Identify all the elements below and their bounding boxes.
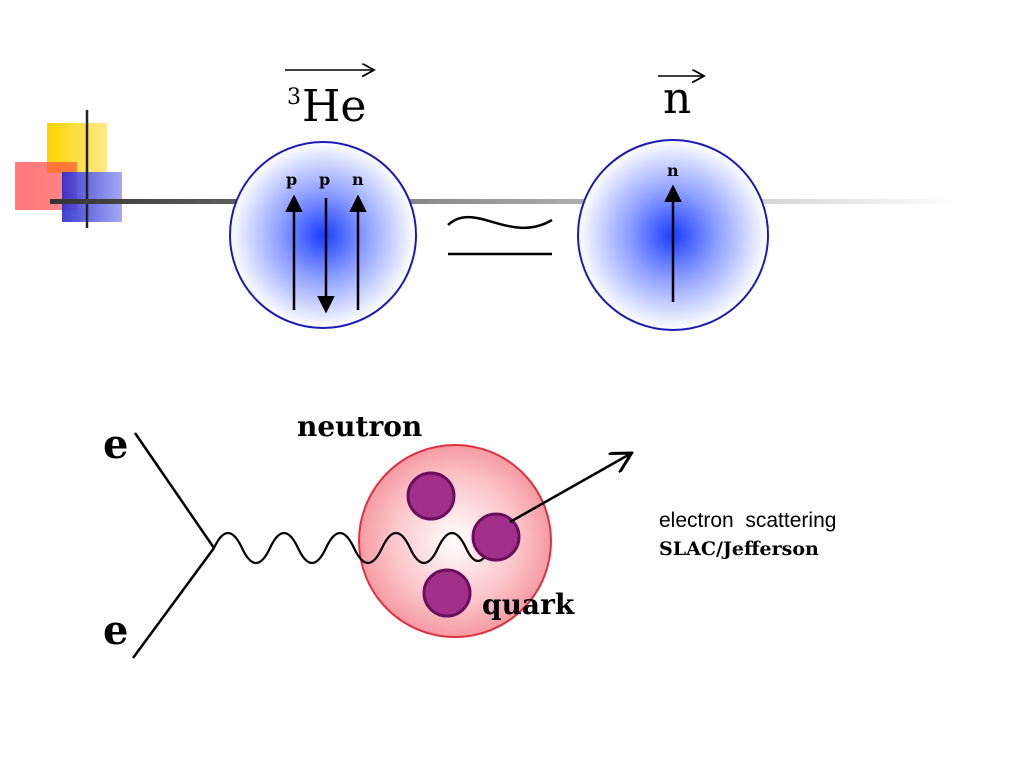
he3-nucleus xyxy=(229,141,417,329)
he3-symbol: He xyxy=(302,81,367,132)
neutron-constituent: n xyxy=(667,161,679,180)
horizontal-rule xyxy=(50,199,960,204)
struck-quark-arrow xyxy=(509,454,630,524)
he3-mass-number: 3 xyxy=(287,85,301,110)
deco-blue-square xyxy=(62,172,122,222)
struck-quark xyxy=(471,512,521,562)
he3-constituent-3: n xyxy=(352,170,364,189)
quark-label: quark xyxy=(482,588,575,621)
caption-electron-scattering: electron scattering xyxy=(659,509,837,532)
decorative-corner-squares xyxy=(15,110,122,228)
electron-label-bottom: e xyxy=(103,607,129,654)
neutron-label: neutron xyxy=(297,410,423,443)
caption-slac-jefferson: SLAC/Jefferson xyxy=(659,538,819,560)
electron-label-top: e xyxy=(103,421,129,468)
he3-constituent-1: p xyxy=(286,170,298,189)
quark-bottom xyxy=(422,568,472,618)
quark-top xyxy=(406,471,456,521)
approx-equal-sign xyxy=(447,215,553,256)
neutron-symbol: n xyxy=(663,73,692,124)
virtual-photon-wave xyxy=(213,531,491,565)
he3-constituent-2: p xyxy=(319,170,331,189)
outgoing-electron-line xyxy=(131,547,216,659)
incoming-electron-line xyxy=(133,432,216,549)
